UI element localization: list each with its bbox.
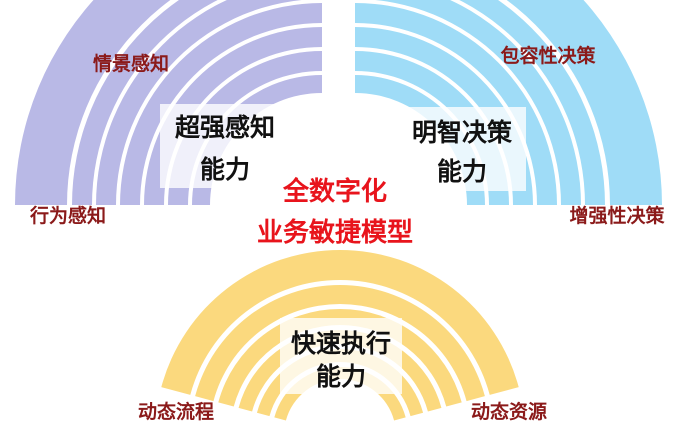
ring-band-execution-1 <box>161 249 519 395</box>
ring-band-decision-4 <box>355 3 557 205</box>
ring-band-execution-2 <box>195 284 485 402</box>
ring-band-perception-2 <box>72 0 218 205</box>
sector-label-boxes <box>160 104 526 394</box>
ring-band-decision-1 <box>506 0 662 205</box>
center-title-line2: 业务敏捷模型 <box>257 218 413 248</box>
sub-item-dynamic-process: 动态流程 <box>138 400 214 423</box>
ring-band-perception-1 <box>15 0 171 205</box>
sector-title-execution-line2: 能力 <box>316 362 366 391</box>
sector-title-perception-line2: 能力 <box>200 155 250 184</box>
center-title-line1: 全数字化 <box>282 176 387 207</box>
ring-band-decision-2 <box>459 0 605 205</box>
label-backdrop-execution <box>280 318 402 394</box>
sub-item-situational-awareness: 情景感知 <box>93 52 169 75</box>
sector-title-decision-line1: 明智决策 <box>412 118 513 147</box>
label-backdrop-perception <box>160 104 292 188</box>
sub-item-inclusive-decision: 包容性决策 <box>500 44 596 67</box>
sector-title-perception-line1: 超强感知 <box>175 113 275 142</box>
ring-band-perception-3 <box>96 0 303 205</box>
sub-item-behavior-awareness: 行为感知 <box>29 204 106 227</box>
sector-title-decision-line2: 能力 <box>437 157 487 186</box>
label-backdrop-decision <box>398 107 526 191</box>
sub-item-augmented-decision: 增强性决策 <box>569 204 665 227</box>
sub-item-dynamic-resources: 动态资源 <box>471 400 547 423</box>
sector-title-execution-line1: 快速执行 <box>291 329 391 358</box>
ring-band-decision-3 <box>374 0 581 205</box>
